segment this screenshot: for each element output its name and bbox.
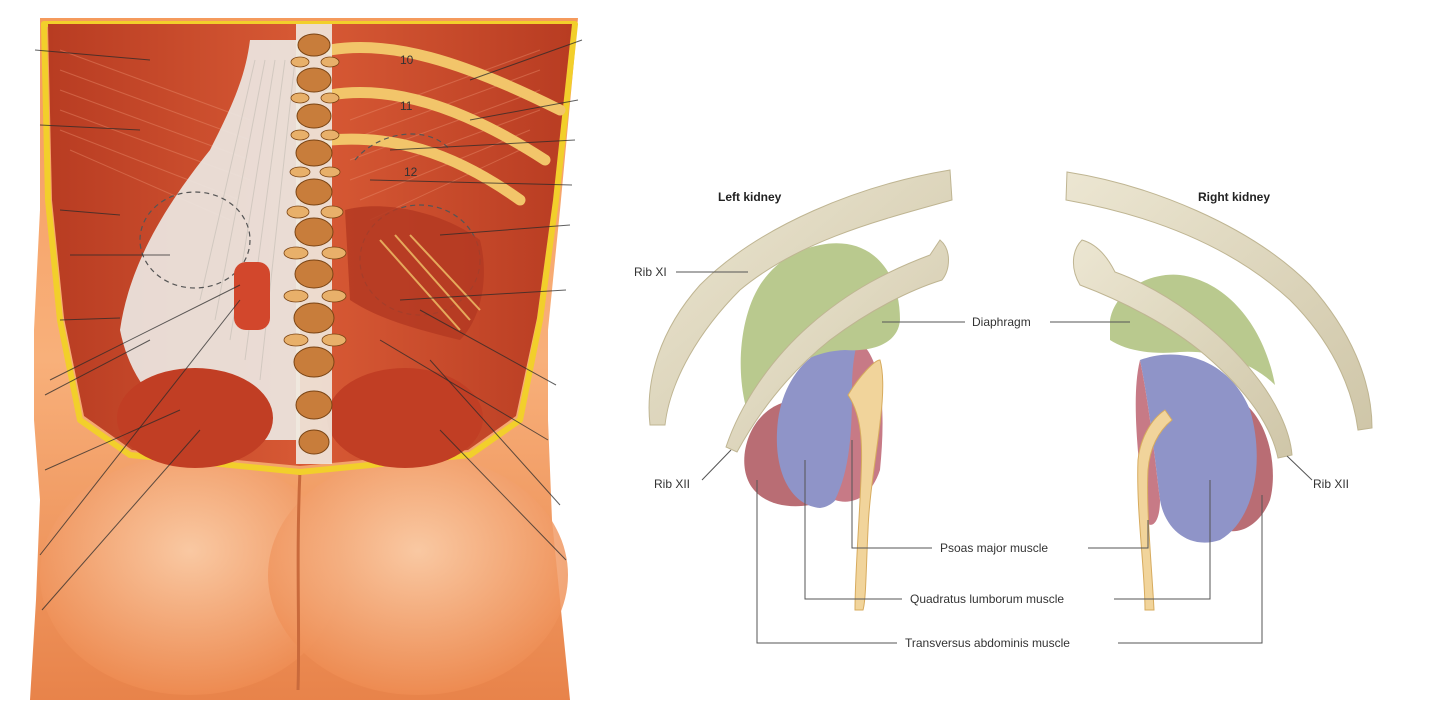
rib-number-11: 11 [400, 99, 413, 113]
rib-numbers: 10 11 12 [400, 53, 418, 179]
label-rib-xii-left: Rib XII [654, 477, 690, 491]
quadratus-lumborum-deep [345, 206, 484, 340]
right-rib-xii [1073, 239, 1293, 459]
leader-quadratus-left [804, 460, 902, 600]
left-ureter [847, 359, 884, 611]
left-kidney-outline [139, 191, 251, 289]
left-rib-xii [725, 239, 949, 453]
leader-quadratus-right [1114, 480, 1211, 600]
left-kidney-header: Left kidney [718, 190, 782, 204]
left-rib-xi [648, 169, 953, 426]
vertebral-column [283, 24, 347, 464]
left-panel-leader-lines [34, 39, 583, 611]
lumbar-triangle-patch [234, 262, 270, 330]
gluteal-cleft [296, 469, 302, 691]
left-kidney-quadratus [776, 340, 861, 508]
right-buttock [268, 455, 568, 695]
leader-transversus-left [756, 480, 897, 644]
right-ureter [1137, 409, 1173, 611]
label-rib-xii-right: Rib XII [1313, 477, 1349, 491]
deep-muscle-tendons [379, 234, 481, 331]
leader-rib-xii-right [1286, 455, 1313, 481]
label-quadratus: Quadratus lumborum muscle [910, 592, 1064, 606]
leader-psoas-left [851, 440, 932, 549]
rib-number-12: 12 [404, 165, 418, 179]
right-rib-xi [1065, 171, 1373, 431]
label-rib-xi: Rib XI [634, 265, 667, 279]
right-gluteus-medius [327, 368, 483, 468]
thoracolumbar-fascia [120, 40, 300, 440]
right-kidney-header: Right kidney [1198, 190, 1270, 204]
left-buttock [40, 455, 340, 695]
leader-transversus-right [1118, 495, 1263, 644]
left-gluteus-medius [117, 368, 273, 468]
label-diaphragm: Diaphragm [972, 315, 1031, 329]
label-transversus: Transversus abdominis muscle [905, 636, 1070, 650]
leader-rib-xii-left [701, 449, 732, 481]
right-dashed-arc [354, 133, 451, 161]
kidney-relations-diagram: Left kidney Right kidney Rib XI Rib XII [634, 169, 1373, 650]
label-psoas: Psoas major muscle [940, 541, 1048, 555]
leader-psoas-right [1088, 520, 1149, 549]
right-kidney-quadratus [1140, 354, 1257, 543]
back-dissection-illustration: 10 11 12 [30, 18, 583, 700]
rib-number-10: 10 [400, 53, 414, 67]
